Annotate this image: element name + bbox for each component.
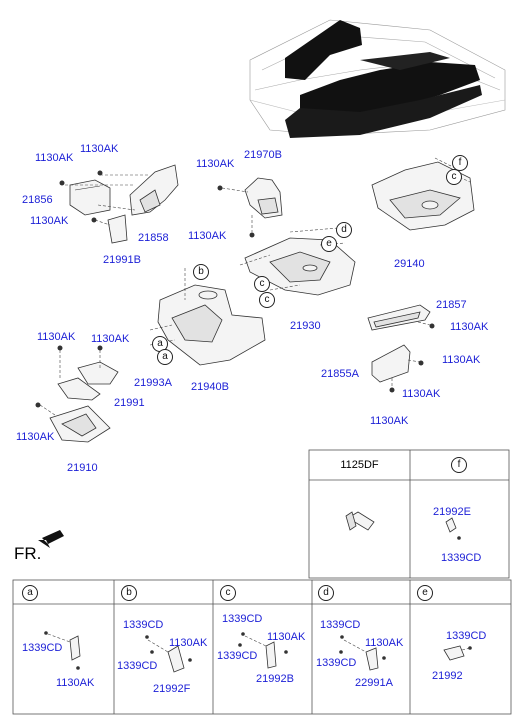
part-label-21857: 21857 (436, 299, 467, 311)
callout-c: c (446, 169, 462, 185)
cell-c-label-1339cd: 1339CD (217, 650, 258, 662)
cell-a-label-1339cd: 1339CD (22, 642, 63, 654)
cell-c-label-1339cd: 1339CD (222, 613, 263, 625)
callout-c: c (254, 276, 270, 292)
bolt-icon (97, 170, 103, 176)
table-header-b: b (121, 585, 137, 601)
part-label-1130ak: 1130AK (450, 321, 489, 333)
bolt-icon (429, 323, 435, 329)
table-header-d: d (318, 585, 334, 601)
cell-b-label-21992f: 21992F (153, 683, 191, 695)
part-label-1130ak: 1130AK (442, 354, 481, 366)
part-21858-drawing (129, 164, 179, 216)
cell-b-label-1130ak: 1130AK (169, 637, 208, 649)
bolt-icon (59, 180, 65, 186)
part-label-21991: 21991 (114, 397, 145, 409)
callout-d: d (336, 222, 352, 238)
part-label-1130ak: 1130AK (188, 230, 227, 242)
clip-c-icon (238, 632, 288, 669)
bolt-icon (57, 345, 63, 351)
bolt-icon (249, 232, 255, 238)
clip-d-icon (339, 635, 386, 671)
floor-insulator-pads (285, 20, 482, 138)
part-label-1130ak: 1130AK (35, 152, 74, 164)
table-header-e: e (417, 585, 433, 601)
callout-c: c (259, 292, 275, 308)
bottom-table-grid (12, 579, 512, 715)
upper-table-grid (308, 449, 510, 579)
table-header-1125df: 1125DF (340, 459, 379, 471)
cell-e-label-21992: 21992 (432, 670, 463, 682)
cell-a-label-1130ak: 1130AK (56, 677, 95, 689)
part-21857-drawing (367, 304, 431, 331)
clip-a-icon (44, 631, 81, 670)
bolt-icon (35, 402, 41, 408)
cell-b-label-1339cd: 1339CD (123, 619, 164, 631)
bolt-icon (91, 217, 97, 223)
part-21940B-drawing (157, 284, 266, 366)
cell-d-label-1339cd: 1339CD (320, 619, 361, 631)
cell-f-label-1339cd: 1339CD (441, 552, 482, 564)
cell-c-label-21992b: 21992B (256, 673, 294, 685)
part-label-21993a: 21993A (134, 377, 172, 389)
cell-d-label-1339cd: 1339CD (316, 657, 357, 669)
part-label-21940b: 21940B (191, 381, 229, 393)
front-arrow-icon (38, 530, 64, 548)
cell-d-label-1130ak: 1130AK (365, 637, 404, 649)
part-label-21991b: 21991B (103, 254, 141, 266)
part-label-29140: 29140 (394, 258, 425, 270)
flange-bolt-icon (345, 511, 375, 531)
cell-d-label-22991a: 22991A (355, 677, 393, 689)
part-label-1130ak: 1130AK (196, 158, 235, 170)
part-label-1130ak: 1130AK (91, 333, 130, 345)
part-21991-drawing (57, 377, 101, 401)
part-label-1130ak: 1130AK (80, 143, 119, 155)
bolt-icon (97, 345, 103, 351)
part-label-21855a: 21855A (321, 368, 359, 380)
clip-e-icon (443, 645, 472, 661)
table-header-c: c (220, 585, 236, 601)
cell-e-label-1339cd: 1339CD (446, 630, 487, 642)
part-label-21930: 21930 (290, 320, 321, 332)
clip-b-icon (145, 635, 192, 673)
front-direction-label: FR. (14, 544, 42, 563)
bolt-icon (418, 360, 424, 366)
callout-f: f (452, 155, 468, 171)
clip-f-icon (445, 517, 461, 540)
part-label-21970b: 21970B (244, 149, 282, 161)
part-21855A-drawing (371, 344, 411, 383)
part-label-21856: 21856 (22, 194, 53, 206)
part-21930-drawing (244, 237, 356, 296)
part-21970B-drawing (244, 177, 283, 219)
part-label-1130ak: 1130AK (16, 431, 55, 443)
callout-b: b (193, 264, 209, 280)
cell-b-label-1339cd: 1339CD (117, 660, 158, 672)
part-label-1130ak: 1130AK (370, 415, 409, 427)
table-header-a: a (22, 585, 38, 601)
table-header-f: f (451, 457, 467, 473)
bolt-icon (389, 387, 395, 393)
part-label-21910: 21910 (67, 462, 98, 474)
callout-a: a (157, 349, 173, 365)
part-21991B-drawing (107, 214, 128, 244)
cell-f-label-21992e: 21992E (433, 506, 471, 518)
part-label-1130ak: 1130AK (37, 331, 76, 343)
callout-e: e (321, 236, 337, 252)
bolt-icon (217, 185, 223, 191)
part-21910-drawing (49, 405, 111, 443)
part-21993A-drawing (77, 361, 119, 385)
part-label-1130ak: 1130AK (402, 388, 441, 400)
part-label-21858: 21858 (138, 232, 169, 244)
part-21856-drawing (69, 179, 111, 216)
part-label-1130ak: 1130AK (30, 215, 69, 227)
cell-c-label-1130ak: 1130AK (267, 631, 306, 643)
